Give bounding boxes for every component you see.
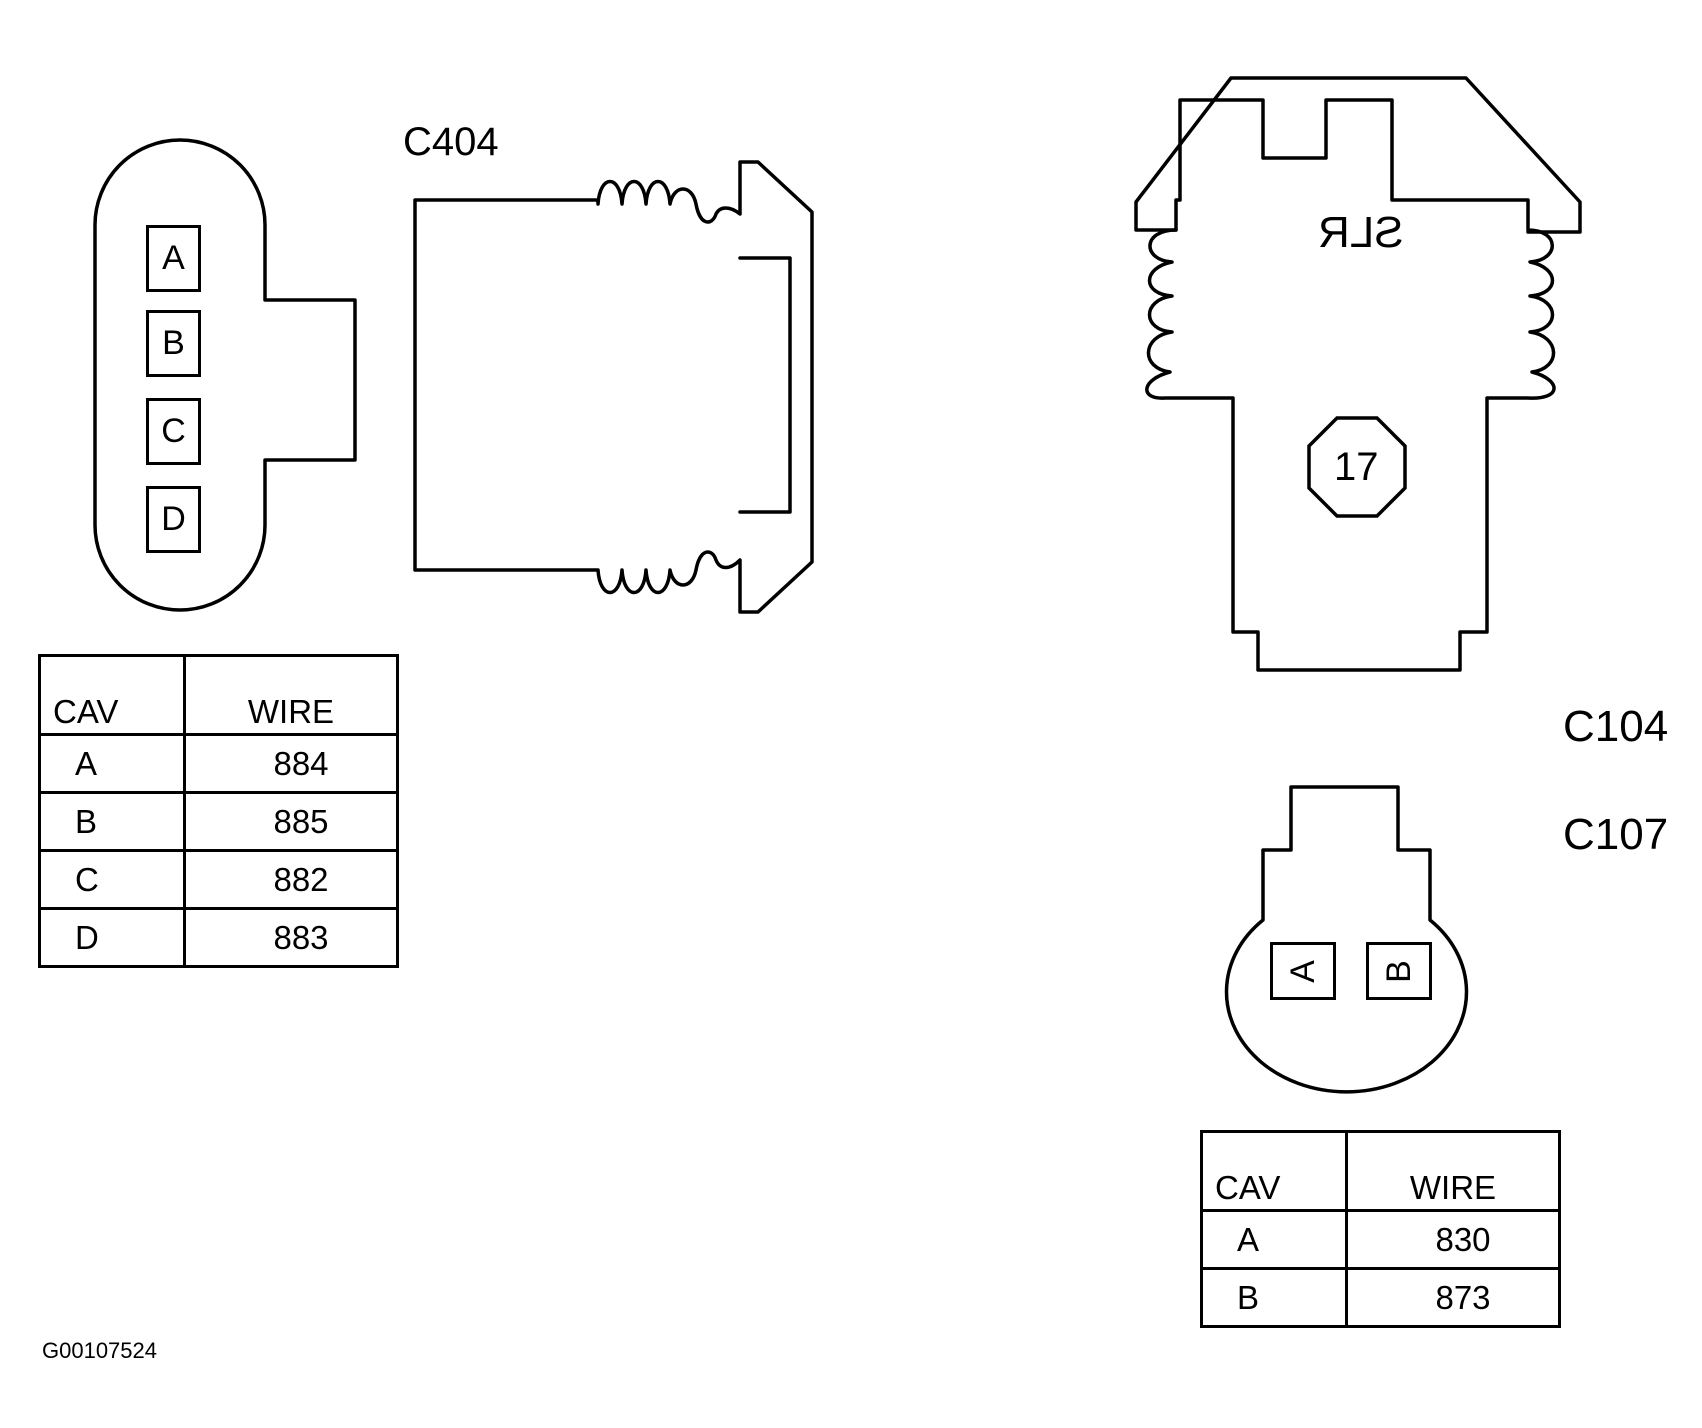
slr-connector-outline (1145, 98, 1556, 672)
c404-wire-table: CAV WIRE A 884 B 885 C 882 D 883 (38, 654, 399, 968)
c404-row-b-wire: 885 (183, 791, 399, 852)
c104-header-cav: CAV (1200, 1130, 1348, 1212)
c104-pin-b: B (1366, 942, 1432, 1000)
c404-row-b-cav: B (38, 791, 186, 852)
c404-row-c-wire: 882 (183, 849, 399, 910)
c404-side-inner (738, 256, 792, 514)
c104-face-outline (1224, 785, 1469, 1094)
c404-pin-d: D (146, 486, 201, 553)
c404-row-a-wire: 884 (183, 733, 399, 794)
c404-row-a-cav: A (38, 733, 186, 794)
c404-row-d-cav: D (38, 907, 186, 968)
slr-marking: SLR (1318, 208, 1404, 257)
c404-label: C404 (403, 120, 499, 164)
c104-row-b-wire: 873 (1345, 1267, 1561, 1328)
c404-pin-b: B (146, 310, 201, 377)
badge-17-octagon (1307, 416, 1407, 518)
c404-row-d-wire: 883 (183, 907, 399, 968)
c404-row-c-cav: C (38, 849, 186, 910)
c404-header-cav: CAV (38, 654, 186, 736)
c104-header-wire: WIRE (1345, 1130, 1561, 1212)
c404-face-outline (93, 138, 357, 612)
badge-17-label: 17 (1334, 445, 1379, 489)
slr-connector-shroud (1134, 76, 1582, 234)
figure-id: G00107524 (42, 1338, 157, 1363)
c404-pin-c: C (146, 398, 201, 465)
c104-label: C104 (1563, 702, 1669, 751)
c104-row-b-cav: B (1200, 1267, 1348, 1328)
c104-row-a-cav: A (1200, 1209, 1348, 1270)
c404-header-wire: WIRE (183, 654, 399, 736)
c404-side-outline (413, 160, 814, 614)
c104-pin-a: A (1270, 942, 1336, 1000)
c107-label: C107 (1563, 810, 1669, 859)
c404-pin-a: A (146, 225, 201, 292)
c104-wire-table: CAV WIRE A 830 B 873 (1200, 1130, 1561, 1328)
c104-row-a-wire: 830 (1345, 1209, 1561, 1270)
